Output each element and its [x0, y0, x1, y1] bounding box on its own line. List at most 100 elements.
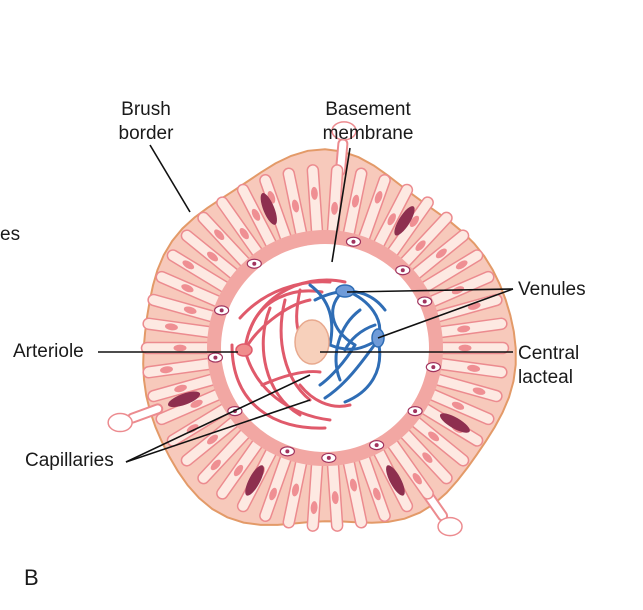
epithelial-cell [373, 183, 414, 250]
lymphocytes [207, 236, 441, 464]
epithelial-cell-nucleus [214, 229, 225, 241]
epithelial-cell [436, 341, 510, 355]
epithelial-cell-nucleus [422, 452, 433, 463]
label-cropped-fragment: es [0, 224, 21, 245]
epithelial-cell-nucleus [374, 191, 383, 204]
lymphocyte-nucleus [374, 443, 379, 448]
epithelial-cell-nucleus [233, 464, 244, 477]
epithelial-cell-body [143, 319, 213, 337]
epithelial-cell-body [359, 175, 390, 242]
label-capillaries: Capillaries [25, 450, 114, 471]
epithelial-cell [180, 229, 240, 280]
goblet-cell [167, 391, 201, 408]
epithelial-cell [410, 229, 470, 280]
epithelial-cell-nucleus [207, 251, 219, 262]
label-central-lacteal: Central lacteal [518, 342, 579, 390]
lymphocyte-nucleus [431, 365, 436, 370]
label-central-lacteal-line2: lacteal [518, 367, 573, 388]
label-basement-membrane: Basement membrane [306, 98, 430, 146]
epithelial-cell [326, 164, 344, 237]
epithelial-cell [386, 438, 434, 500]
epithelial-cell [155, 270, 224, 308]
protruding-cell-inner-left [128, 405, 162, 422]
epithelial-cell-nucleus [457, 325, 471, 333]
epithelial-cell [419, 249, 484, 293]
epithelial-cell-body [143, 359, 213, 377]
epithelial-cell-nucleus [174, 384, 187, 393]
epithelial-cell-body [344, 458, 366, 528]
epithelial-cell-nucleus [182, 260, 195, 270]
lymphocyte-nucleus [422, 299, 427, 304]
goblet-cell [386, 465, 405, 496]
protruding-cell-head-bottom-right [437, 516, 463, 537]
leader-brush-border [149, 144, 191, 213]
goblet-cell [394, 206, 415, 236]
epithelial-cell [358, 452, 391, 522]
lymphocyte-nucleus [400, 268, 405, 273]
epithelial-cell-nucleus [331, 201, 338, 215]
capillary-vessel [298, 383, 352, 408]
epithelial-cell-nucleus [349, 478, 358, 492]
capillary-vessel [279, 298, 312, 402]
epithelial-cell-body [168, 250, 229, 292]
panel-letter: B [24, 565, 39, 590]
epithelial-cell-nucleus [311, 186, 318, 200]
epithelial-cell [306, 164, 324, 237]
epithelial-cell-body [148, 295, 217, 321]
epithelial-cell [216, 196, 264, 258]
epithelial-cell-nucleus [251, 208, 261, 221]
epithelial-cell-body [198, 213, 250, 267]
epithelial-cell-nucleus [351, 194, 360, 208]
epithelial-cell-nucleus [412, 473, 422, 485]
epithelial-cell [259, 174, 292, 244]
epithelial-cell [197, 427, 251, 485]
epithelial-cell-body [359, 454, 390, 521]
leader-basement-membrane [331, 147, 351, 263]
capillary-vessel [260, 370, 322, 387]
goblet-cell [260, 193, 277, 225]
epithelial-cell-nucleus [310, 501, 318, 515]
capillary-vessel [238, 280, 332, 320]
lymphocyte-nucleus [252, 261, 257, 266]
protruding-cell-head-top [331, 121, 357, 141]
arteriole-bulb [235, 343, 253, 357]
leader-capillaries-a [125, 374, 311, 463]
epithelial-cell [155, 388, 224, 426]
epithelial-cell-nucleus [455, 260, 468, 270]
label-basement-membrane-line2: membrane [322, 123, 414, 144]
epithelial-cell-body [217, 197, 262, 257]
epithelial-cell-nucleus [472, 387, 486, 395]
epithelial-cell [386, 196, 434, 258]
epithelial-cell [282, 167, 308, 239]
label-basement-membrane-line1: Basement [325, 99, 411, 120]
label-brush-border-line2: border [118, 123, 174, 144]
epithelial-cell-body [388, 439, 433, 499]
epithelial-cell-nucleus [291, 199, 300, 213]
epithelial-cell-body [328, 165, 342, 236]
capillary-vessel [243, 298, 312, 352]
leader-venules-lower [377, 288, 514, 339]
goblet-cell [245, 465, 264, 496]
epithelial-cell [259, 452, 292, 522]
epithelial-cell [142, 317, 215, 339]
lymphocyte-nucleus [326, 455, 331, 460]
epithelial-cell [426, 388, 495, 426]
lymphocyte-nucleus [351, 239, 356, 244]
epithelial-cell-body [437, 319, 507, 337]
epithelial-cell-nucleus [415, 240, 426, 251]
venule-upper [335, 284, 355, 298]
epithelial-cell-nucleus [164, 323, 178, 331]
venule-vessel [343, 323, 377, 352]
goblet-cells [167, 193, 470, 496]
epithelial-cell-nucleus [269, 487, 277, 501]
leader-venules-upper [346, 288, 514, 293]
epithelial-cell-nucleus [239, 227, 249, 240]
epithelial-cell-body [433, 375, 502, 401]
epithelial-cell [166, 249, 231, 293]
epithelial-cell-body [156, 390, 222, 424]
epithelial-cell-nucleus [373, 487, 381, 501]
epithelial-cell-nucleus [458, 344, 472, 352]
label-brush-border-line1: Brush [121, 99, 171, 120]
epithelial-cell-body [260, 454, 291, 521]
